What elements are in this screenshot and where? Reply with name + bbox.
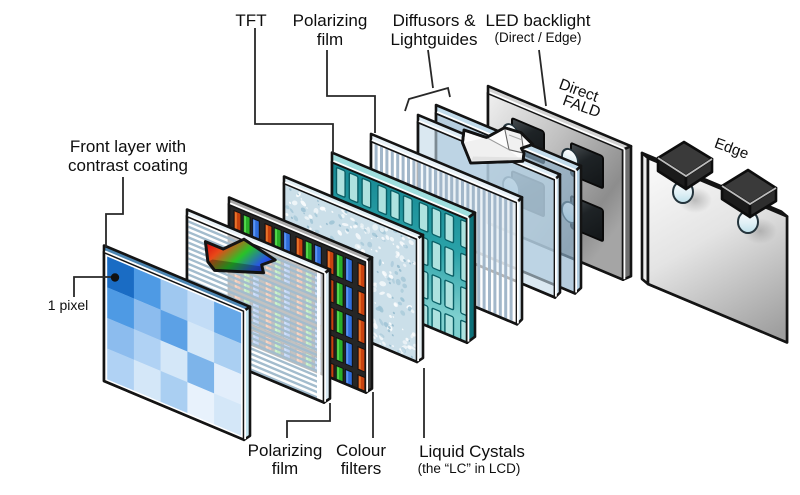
svg-text:Polarizing: Polarizing — [248, 441, 323, 460]
svg-text:contrast coating: contrast coating — [68, 156, 188, 175]
svg-text:Diffusors &: Diffusors & — [393, 11, 476, 30]
svg-text:1 pixel: 1 pixel — [48, 297, 88, 313]
svg-text:Polarizing: Polarizing — [293, 11, 368, 30]
svg-text:Lightguides: Lightguides — [391, 30, 478, 49]
svg-text:TFT: TFT — [235, 11, 266, 30]
svg-text:(Direct / Edge): (Direct / Edge) — [494, 30, 581, 45]
svg-text:film: film — [317, 30, 343, 49]
svg-text:film: film — [272, 459, 298, 478]
svg-text:(the “LC” in LCD): (the “LC” in LCD) — [418, 461, 521, 476]
svg-text:filters: filters — [341, 459, 382, 478]
svg-text:LED backlight: LED backlight — [486, 11, 591, 30]
svg-text:Colour: Colour — [336, 441, 386, 460]
svg-text:Front layer with: Front layer with — [70, 137, 186, 156]
svg-text:Liquid Cystals: Liquid Cystals — [419, 442, 525, 461]
